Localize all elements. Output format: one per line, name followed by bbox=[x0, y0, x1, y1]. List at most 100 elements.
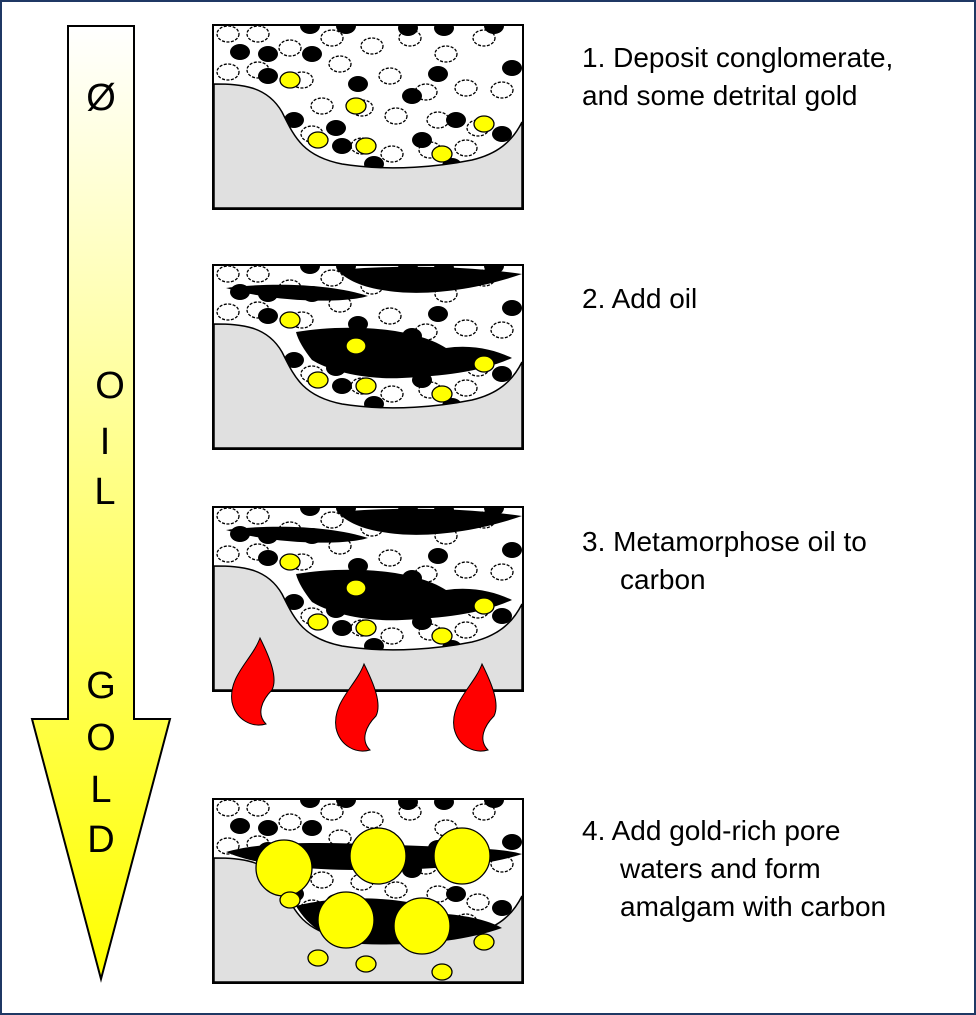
step-2-text: 2. Add oil bbox=[582, 280, 962, 318]
black-clast bbox=[428, 306, 448, 322]
bedrock bbox=[213, 565, 523, 691]
white-clast bbox=[246, 25, 270, 43]
step-4-line2: waters and form bbox=[620, 853, 821, 884]
gold-grain bbox=[307, 371, 329, 389]
white-clast bbox=[216, 63, 240, 81]
black-clast bbox=[302, 820, 322, 836]
black-clast bbox=[300, 798, 320, 808]
gold-grain bbox=[279, 311, 301, 329]
black-clast bbox=[230, 44, 250, 60]
white-clast bbox=[320, 29, 344, 47]
white-clast bbox=[384, 107, 408, 125]
black-clast bbox=[484, 798, 504, 808]
white-clast bbox=[426, 111, 450, 129]
flame-icon bbox=[231, 636, 275, 726]
white-clast bbox=[310, 871, 334, 889]
black-clast bbox=[258, 68, 278, 84]
black-clast bbox=[492, 608, 512, 624]
panel-border bbox=[212, 798, 524, 984]
gold-grain bbox=[473, 933, 495, 951]
step-2-line1: Add oil bbox=[611, 283, 698, 314]
bedrock bbox=[213, 83, 523, 209]
black-clast bbox=[258, 46, 278, 62]
black-clast bbox=[326, 120, 346, 136]
black-clast bbox=[446, 886, 466, 902]
gold-grain bbox=[345, 97, 367, 115]
black-clast bbox=[428, 548, 448, 564]
black-clast bbox=[336, 24, 356, 34]
black-clast bbox=[258, 820, 278, 836]
white-clast bbox=[454, 79, 478, 97]
oil-blob bbox=[338, 508, 522, 535]
black-clast bbox=[484, 24, 504, 34]
white-clast bbox=[216, 799, 240, 817]
white-clast bbox=[380, 145, 404, 163]
white-clast bbox=[490, 563, 514, 581]
gold-nugget bbox=[317, 891, 375, 949]
step-3-line1: Metamorphose oil to bbox=[613, 526, 867, 557]
white-clast bbox=[490, 321, 514, 339]
gold-grain bbox=[355, 955, 377, 973]
gold-grain bbox=[279, 553, 301, 571]
step-1-line2: and some detrital gold bbox=[582, 80, 858, 111]
black-clast bbox=[300, 506, 320, 516]
black-clast bbox=[428, 66, 448, 82]
gold-grain bbox=[307, 131, 329, 149]
white-clast bbox=[278, 39, 302, 57]
white-clast bbox=[216, 303, 240, 321]
black-clast bbox=[412, 132, 432, 148]
black-clast bbox=[258, 308, 278, 324]
step-3-text: 3. Metamorphose oil to carbon bbox=[582, 523, 962, 599]
panel-gold-amalgam bbox=[212, 798, 524, 984]
white-clast bbox=[378, 307, 402, 325]
black-clast bbox=[502, 834, 522, 850]
flame-icon bbox=[453, 662, 497, 752]
gold-grain bbox=[355, 137, 377, 155]
black-clast bbox=[300, 264, 320, 274]
gold-grain bbox=[473, 115, 495, 133]
white-clast bbox=[320, 269, 344, 287]
white-clast bbox=[360, 37, 384, 55]
white-clast bbox=[454, 621, 478, 639]
gold-grain bbox=[431, 145, 453, 163]
step-3-line2: carbon bbox=[620, 564, 706, 595]
gold-grain bbox=[307, 613, 329, 631]
white-clast bbox=[380, 627, 404, 645]
white-clast bbox=[434, 45, 458, 63]
white-clast bbox=[380, 385, 404, 403]
gold-grain bbox=[473, 597, 495, 615]
white-clast bbox=[490, 81, 514, 99]
step-4-text: 4. Add gold-rich pore waters and form am… bbox=[582, 812, 962, 926]
panel-add-oil bbox=[212, 264, 524, 450]
black-clast bbox=[258, 550, 278, 566]
white-clast bbox=[360, 811, 384, 829]
white-clast bbox=[246, 265, 270, 283]
gold-nugget bbox=[433, 827, 491, 885]
oil-blob bbox=[226, 526, 368, 543]
white-clast bbox=[216, 545, 240, 563]
panel-border bbox=[212, 264, 524, 450]
gold-grain bbox=[355, 619, 377, 637]
oil-blob bbox=[338, 266, 522, 293]
black-clast bbox=[230, 818, 250, 834]
step-4-number: 4. bbox=[582, 815, 606, 846]
white-clast bbox=[466, 893, 490, 911]
white-clast bbox=[472, 29, 496, 47]
panel-border bbox=[212, 24, 524, 210]
white-clast bbox=[384, 881, 408, 899]
black-clast bbox=[492, 366, 512, 382]
white-clast bbox=[454, 561, 478, 579]
gold-grain bbox=[355, 377, 377, 395]
process-arrow bbox=[30, 25, 172, 983]
gold-grain bbox=[473, 355, 495, 373]
gold-nugget bbox=[393, 897, 451, 955]
gold-nugget bbox=[349, 827, 407, 885]
white-clast bbox=[216, 265, 240, 283]
panel-conglomerate bbox=[212, 24, 524, 210]
step-4-line3: amalgam with carbon bbox=[620, 891, 887, 922]
gold-grain bbox=[279, 891, 301, 909]
step-1-number: 1. bbox=[582, 42, 606, 73]
arrow-label-gold-o: O bbox=[86, 717, 116, 759]
black-clast bbox=[398, 798, 418, 810]
